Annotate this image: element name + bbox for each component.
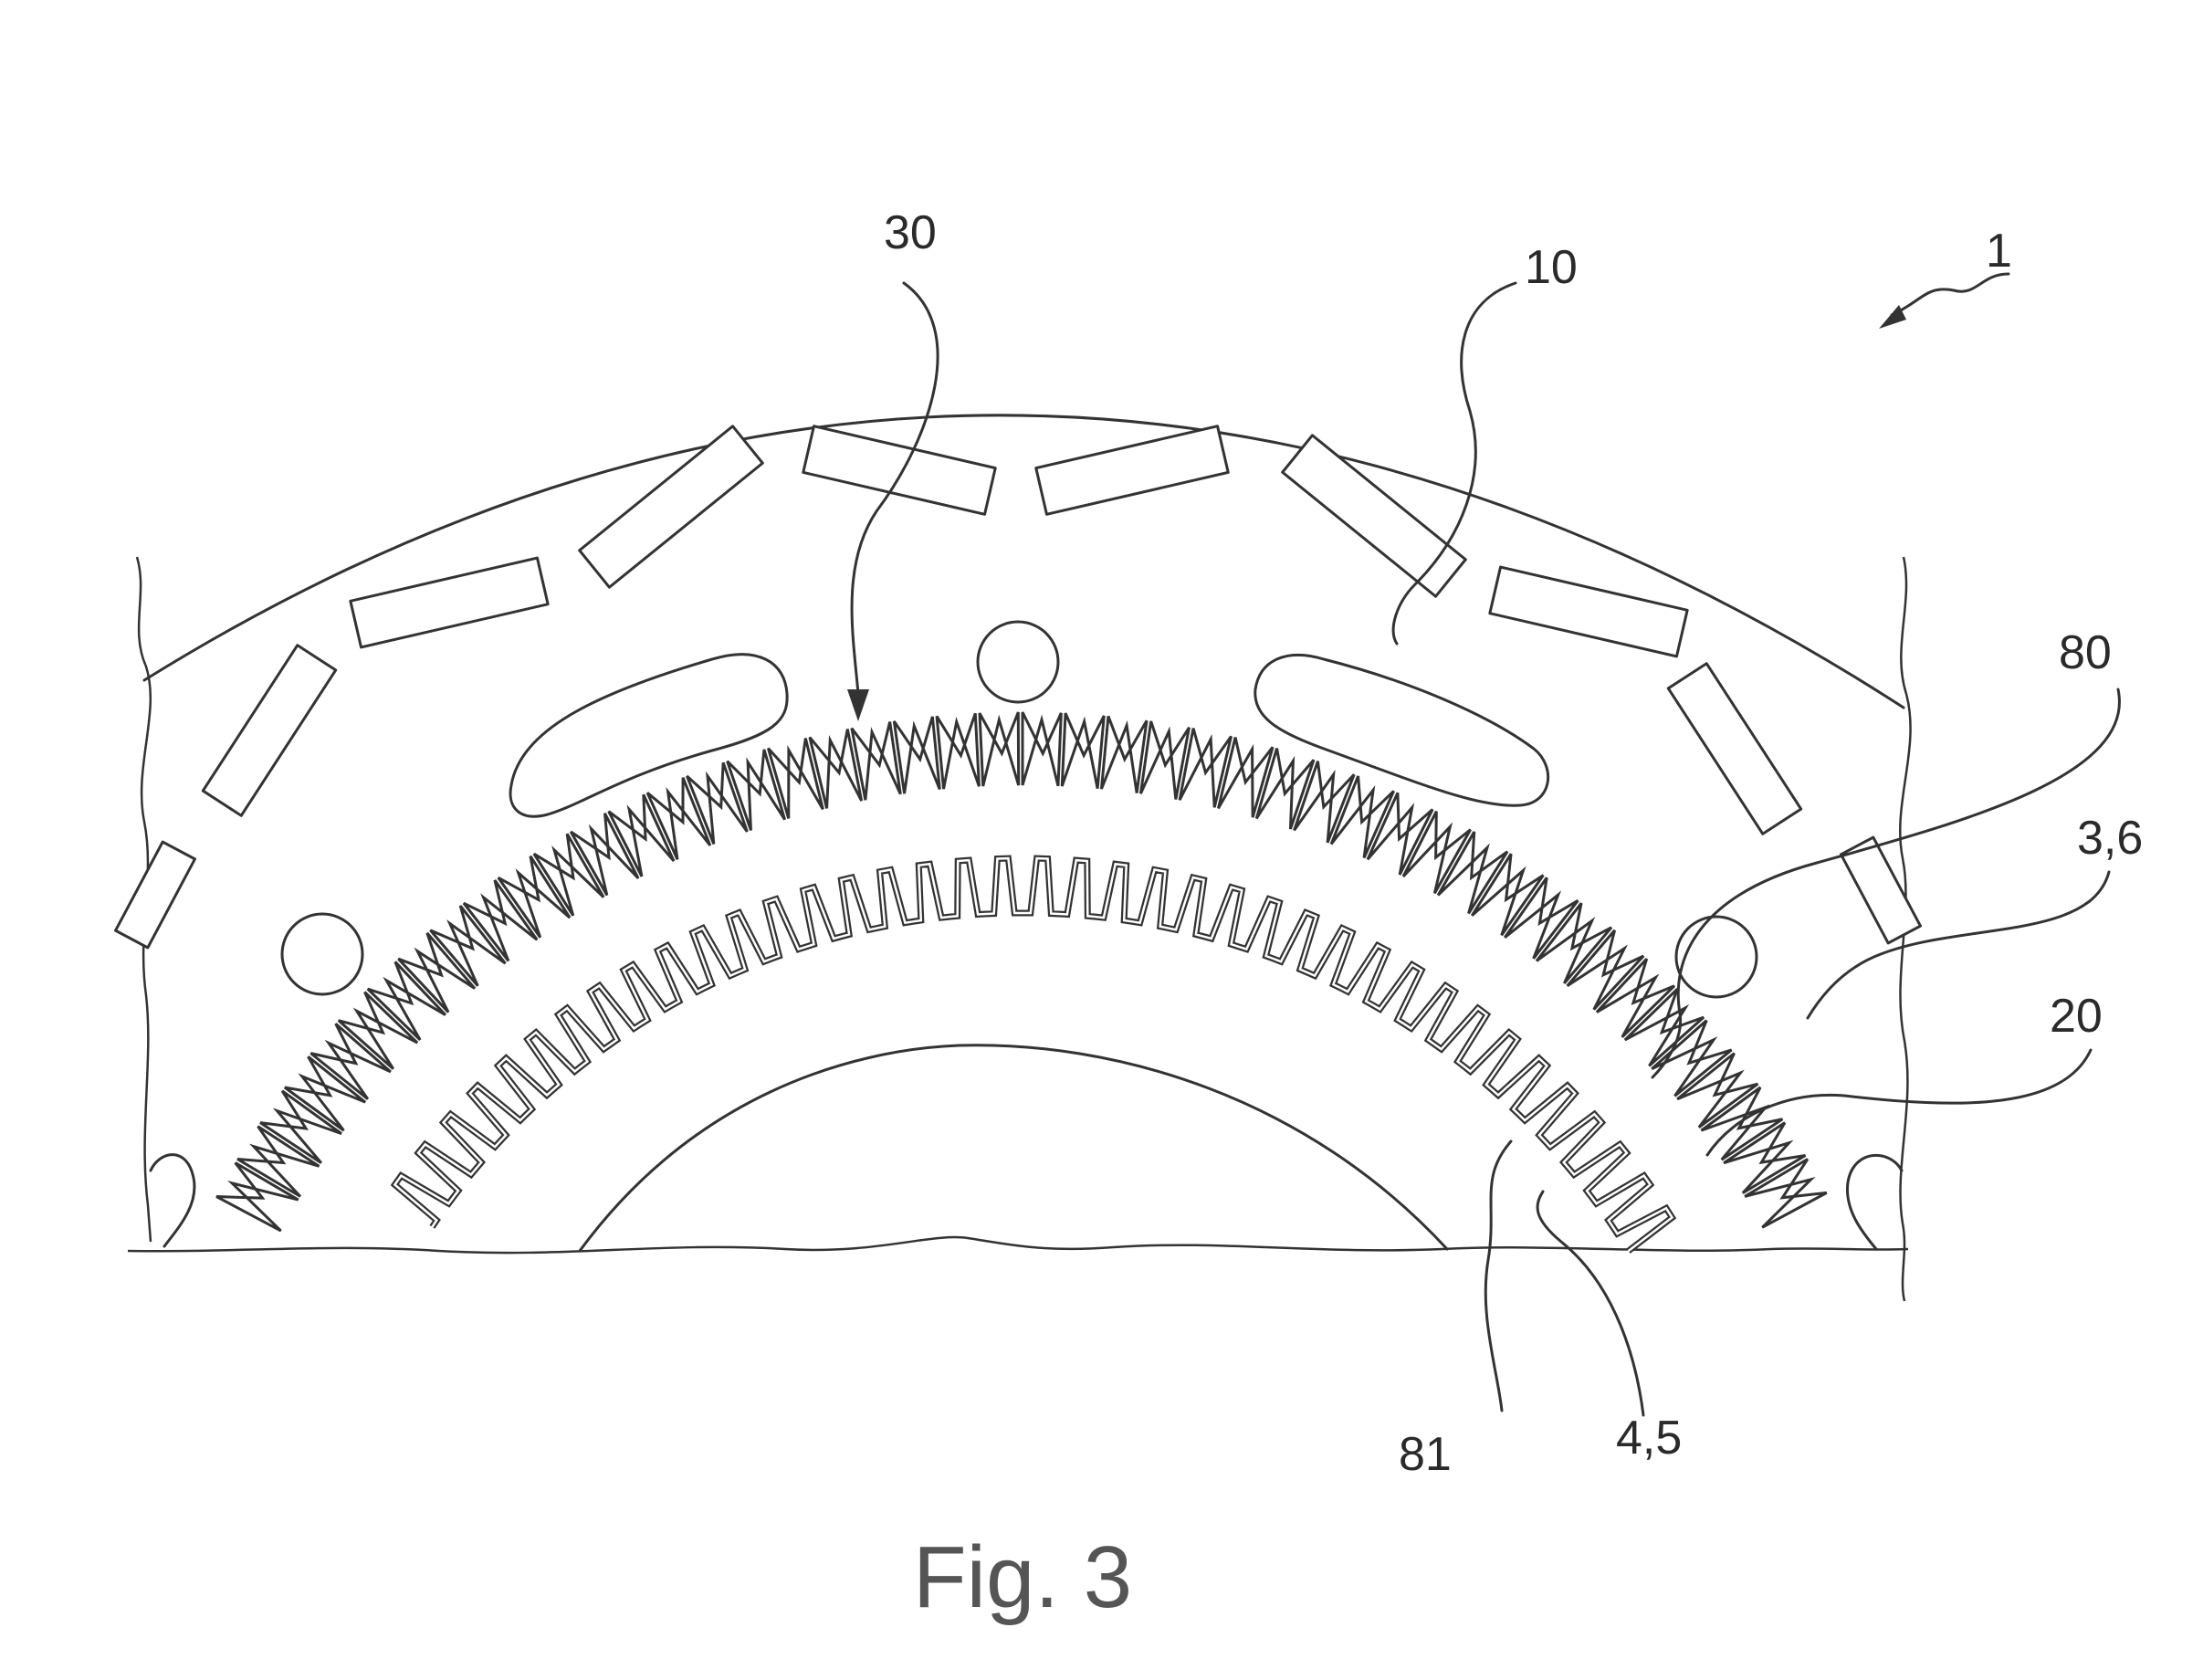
label-ref-4-5: 4,5 [1616, 1412, 1682, 1465]
leader-line-80 [1651, 688, 2121, 1079]
magnet-slot [1488, 565, 1689, 658]
leader-line-30 [850, 281, 939, 696]
leader-line-1 [1890, 272, 2010, 317]
v-slot-cell [892, 716, 941, 794]
v-slot-cell [1504, 877, 1579, 960]
v-slot-cell [1436, 831, 1509, 915]
figure-caption: Fig. 3 [913, 1528, 1132, 1626]
magnet-slot [1666, 662, 1803, 835]
magnet-slot [114, 840, 196, 950]
leader-line-20 [1705, 1048, 2093, 1157]
v-slot-cell [236, 1125, 320, 1198]
magnet-slot [1840, 835, 1922, 945]
corner-notch [1845, 1153, 1904, 1251]
v-slot-cell [429, 905, 507, 987]
round-hole [1674, 915, 1758, 999]
v-slot-cell [1293, 761, 1356, 844]
v-slot-cell [1676, 1052, 1759, 1129]
magnet-slot [1034, 425, 1230, 516]
v-slot-cell [1595, 958, 1675, 1038]
magnet-slot [349, 556, 550, 649]
v-slot-cell [1700, 1086, 1784, 1161]
v-slot-cell [1329, 775, 1395, 859]
v-slot-cell [1021, 711, 1063, 787]
v-slot-cell [1060, 712, 1106, 789]
elongated-slot [1254, 653, 1549, 807]
round-hole [976, 620, 1060, 704]
v-slot-cell [283, 1055, 367, 1132]
label-ref-10: 10 [1525, 241, 1578, 294]
elongated-slot [509, 653, 789, 818]
v-slot-cell [1744, 1158, 1828, 1229]
leader-arrow-30 [847, 689, 869, 721]
leader-line-81 [1484, 1139, 1513, 1412]
inner-bore-arc [578, 1044, 1449, 1253]
label-ref-80: 80 [2059, 626, 2112, 679]
v-slot-cell [1138, 720, 1191, 800]
v-slot-cell [569, 813, 640, 897]
label-ref-30: 30 [884, 206, 937, 259]
gear-tooth-outline-inner [393, 856, 1674, 1253]
label-ref-3-6: 3,6 [2077, 812, 2143, 865]
v-slot-cell [726, 749, 787, 831]
v-slot-cell [1178, 728, 1233, 808]
v-slot-cell [1254, 748, 1316, 830]
v-slot-cell [1723, 1121, 1807, 1194]
v-slot-cell [808, 729, 864, 809]
bottom-break-line [127, 1235, 1909, 1255]
v-slot-cell [337, 991, 419, 1070]
v-slot-cell [1623, 988, 1705, 1067]
v-slot-cell [1099, 715, 1149, 793]
v-slot-cell [397, 931, 477, 1013]
v-slot-cell [978, 711, 1021, 787]
v-slot-cell [309, 1023, 392, 1100]
label-ref-81: 81 [1399, 1428, 1452, 1481]
label-ref-20: 20 [2050, 990, 2103, 1043]
gear-tooth-outline [390, 855, 1677, 1254]
v-slot-ring [215, 711, 1828, 1233]
v-slot-cell [1651, 1019, 1733, 1097]
magnet-slot [802, 425, 997, 516]
v-slot-cell [1535, 902, 1613, 984]
corner-notch [149, 1153, 196, 1248]
v-slot-cell [532, 833, 605, 917]
v-slot-cell [366, 961, 446, 1041]
label-ref-1: 1 [1986, 225, 2012, 278]
v-slot-cell [607, 793, 676, 877]
v-slot-cell [850, 721, 902, 801]
leader-line-10 [1391, 281, 1517, 646]
v-slot-cell [645, 777, 712, 860]
magnet-slot [1281, 434, 1467, 598]
magnet-slots [114, 425, 1922, 950]
round-hole [280, 912, 364, 996]
v-slot-cell [462, 879, 539, 962]
magnet-slot [201, 644, 338, 817]
v-slot-cell [686, 761, 749, 845]
v-slot-cell [767, 738, 824, 819]
v-slot-cell [1566, 929, 1645, 1011]
v-slot-cell [215, 1161, 299, 1233]
v-slot-cell [1366, 792, 1434, 876]
v-slot-cell [259, 1089, 342, 1164]
leader-line-3-6 [1806, 870, 2111, 1020]
outer-plate-arc [142, 414, 1905, 709]
v-slot-cell [1401, 810, 1472, 895]
leader-arrow-1 [1879, 305, 1906, 329]
leader-line-4-5 [1536, 1190, 1645, 1417]
v-slot-cell [1216, 737, 1275, 818]
v-slot-cell [1470, 853, 1545, 937]
gear-tooth-ring [390, 855, 1677, 1254]
left-break-line [135, 556, 152, 1243]
v-slot-cell [935, 712, 981, 790]
magnet-slot [578, 425, 764, 589]
v-slot-cell [497, 855, 572, 939]
